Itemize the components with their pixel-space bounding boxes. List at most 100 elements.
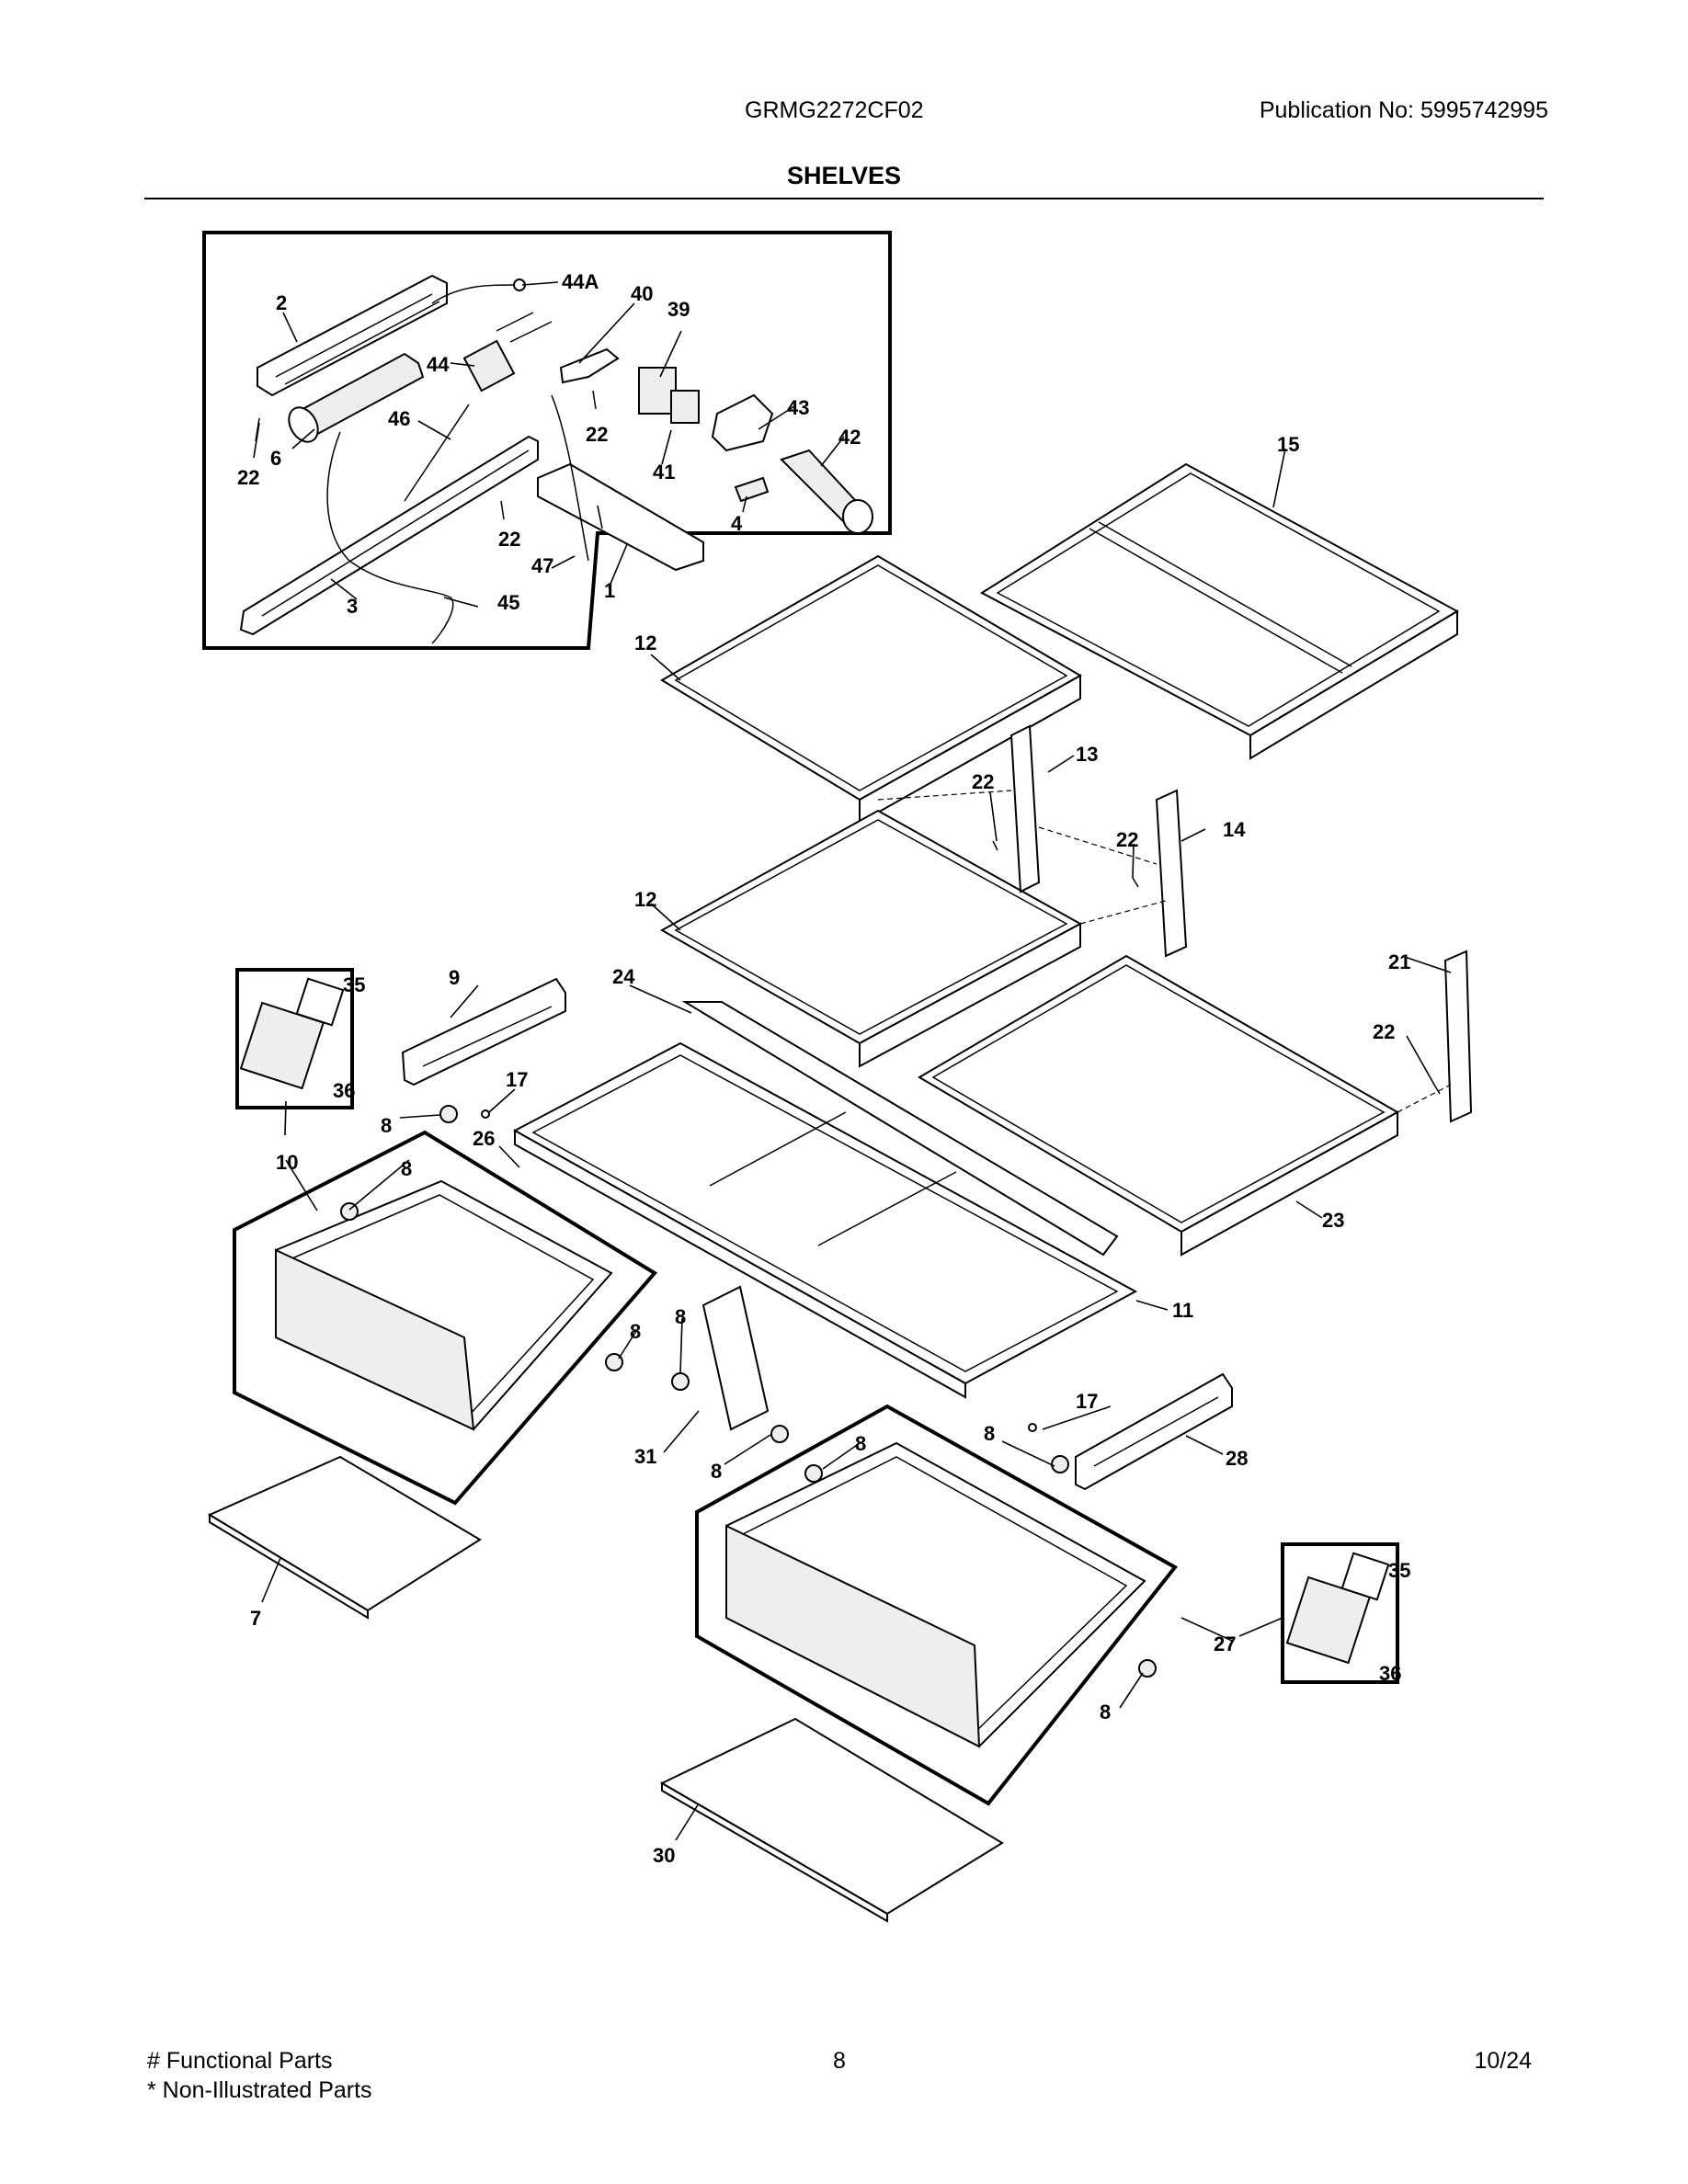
part-14-rail <box>1155 789 1188 958</box>
part-9-bracket <box>401 977 566 1086</box>
callout-4: 4 <box>731 512 743 535</box>
callout-31: 31 <box>634 1445 656 1468</box>
shelf-12-lower-group <box>659 809 1083 1068</box>
part-41-switch <box>670 390 700 424</box>
callout-8-c: 8 <box>675 1305 686 1328</box>
part-1-cover <box>537 462 704 572</box>
callout-22-a: 22 <box>237 466 259 489</box>
callout-10: 10 <box>276 1151 298 1174</box>
callout-21: 21 <box>1388 950 1410 973</box>
part-31-divider <box>701 1285 770 1431</box>
part-21-rail <box>1443 950 1473 1123</box>
callout-11: 11 <box>1172 1299 1193 1322</box>
part-4-clip <box>734 476 770 503</box>
callout-12-a: 12 <box>634 631 656 654</box>
part-47-tube <box>551 394 589 562</box>
right-bin-detail-box <box>695 1404 1179 1806</box>
callout-44a: 44A <box>562 270 599 293</box>
part-42-filter-cap <box>842 499 873 534</box>
part-35-label-right <box>1340 1552 1390 1601</box>
callout-22-c: 22 <box>498 528 520 551</box>
callout-36-left: 36 <box>333 1079 355 1102</box>
callout-42: 42 <box>838 426 861 449</box>
part-36-grille-right <box>1285 1575 1371 1665</box>
part-35-label-left <box>295 977 345 1027</box>
callout-41: 41 <box>653 461 675 483</box>
callout-8-e: 8 <box>984 1422 995 1445</box>
callout-28: 28 <box>1226 1447 1248 1470</box>
page-title: SHELVES <box>786 162 902 189</box>
part-36-grille-left <box>239 1001 325 1090</box>
part-39-switch <box>638 367 677 415</box>
part-8-fastener-h <box>1138 1659 1157 1678</box>
callout-45: 45 <box>497 591 519 614</box>
part-26-edge <box>514 1129 966 1399</box>
callout-22-d: 22 <box>972 770 994 793</box>
part-46-tube <box>404 404 470 502</box>
callout-9: 9 <box>449 966 460 989</box>
callout-22-f: 22 <box>1373 1020 1395 1043</box>
callout-27: 27 <box>1214 1632 1236 1655</box>
callout-6: 6 <box>270 447 281 470</box>
callout-8-f: 8 <box>711 1460 722 1483</box>
part-44-valve <box>462 339 516 392</box>
callout-30: 30 <box>653 1844 675 1867</box>
callout-8-g: 8 <box>855 1432 866 1455</box>
part-2-housing <box>257 274 448 397</box>
grille-right-group <box>1281 1542 1399 1684</box>
filter-assembly-group <box>202 231 892 650</box>
part-8-fastener-b <box>340 1202 359 1221</box>
callout-7: 7 <box>250 1607 261 1630</box>
callout-8-b: 8 <box>401 1157 412 1180</box>
callout-1: 1 <box>604 579 615 602</box>
callout-26: 26 <box>473 1127 495 1150</box>
footer-functional-parts: # Functional Parts <box>147 2048 333 2074</box>
part-8-fastener-d <box>671 1372 690 1391</box>
left-bin-detail-box <box>233 1130 658 1506</box>
shelf-15-group <box>980 462 1460 760</box>
part-43-filter-head <box>711 393 774 452</box>
callout-15: 15 <box>1277 433 1299 456</box>
callout-17-a: 17 <box>506 1068 528 1091</box>
callout-46: 46 <box>388 407 410 430</box>
callout-40: 40 <box>631 282 653 305</box>
callout-47: 47 <box>531 554 553 577</box>
callout-12-b: 12 <box>634 888 656 911</box>
callout-3: 3 <box>347 595 358 618</box>
grille-left-group <box>235 968 354 1109</box>
callout-36-right: 36 <box>1379 1662 1401 1685</box>
filter-detail-box <box>202 231 892 650</box>
header-divider <box>144 198 1544 199</box>
callout-35-left: 35 <box>343 973 365 996</box>
part-40-bracket <box>559 347 620 384</box>
part-8-fastener-a <box>439 1105 458 1123</box>
callout-22-b: 22 <box>586 423 608 446</box>
part-8-fastener-e <box>770 1425 789 1443</box>
part-7-glass <box>207 1455 482 1612</box>
publication-label: Publication No: <box>1259 97 1414 123</box>
callout-23: 23 <box>1322 1209 1344 1232</box>
callout-13: 13 <box>1076 743 1098 766</box>
callout-8-d: 8 <box>630 1320 641 1343</box>
publication-number: 5995742995 <box>1420 97 1548 123</box>
part-8-fastener-g <box>1051 1455 1069 1473</box>
callout-17-b: 17 <box>1076 1390 1098 1413</box>
model-number: GRMG2272CF02 <box>745 97 924 123</box>
crisper-bin-right-group <box>695 1404 1179 1806</box>
grille-left-box <box>235 968 354 1109</box>
footer-date: 10/24 <box>1474 2048 1532 2074</box>
footer-page-number: 8 <box>833 2048 846 2074</box>
callout-43: 43 <box>787 396 809 419</box>
footer-non-illustrated-parts: * Non-Illustrated Parts <box>147 2077 372 2103</box>
callout-24: 24 <box>612 965 635 988</box>
part-28-bracket <box>1075 1372 1233 1491</box>
crisper-bin-left-group <box>233 1130 658 1506</box>
grille-right-box <box>1281 1542 1399 1684</box>
part-24-strip <box>681 1001 1119 1257</box>
callout-39: 39 <box>667 298 690 321</box>
callout-14: 14 <box>1223 818 1246 841</box>
part-17-screw-a <box>481 1109 490 1119</box>
part-8-fastener-f <box>804 1464 823 1483</box>
shelf-12-upper-group <box>660 554 1083 825</box>
